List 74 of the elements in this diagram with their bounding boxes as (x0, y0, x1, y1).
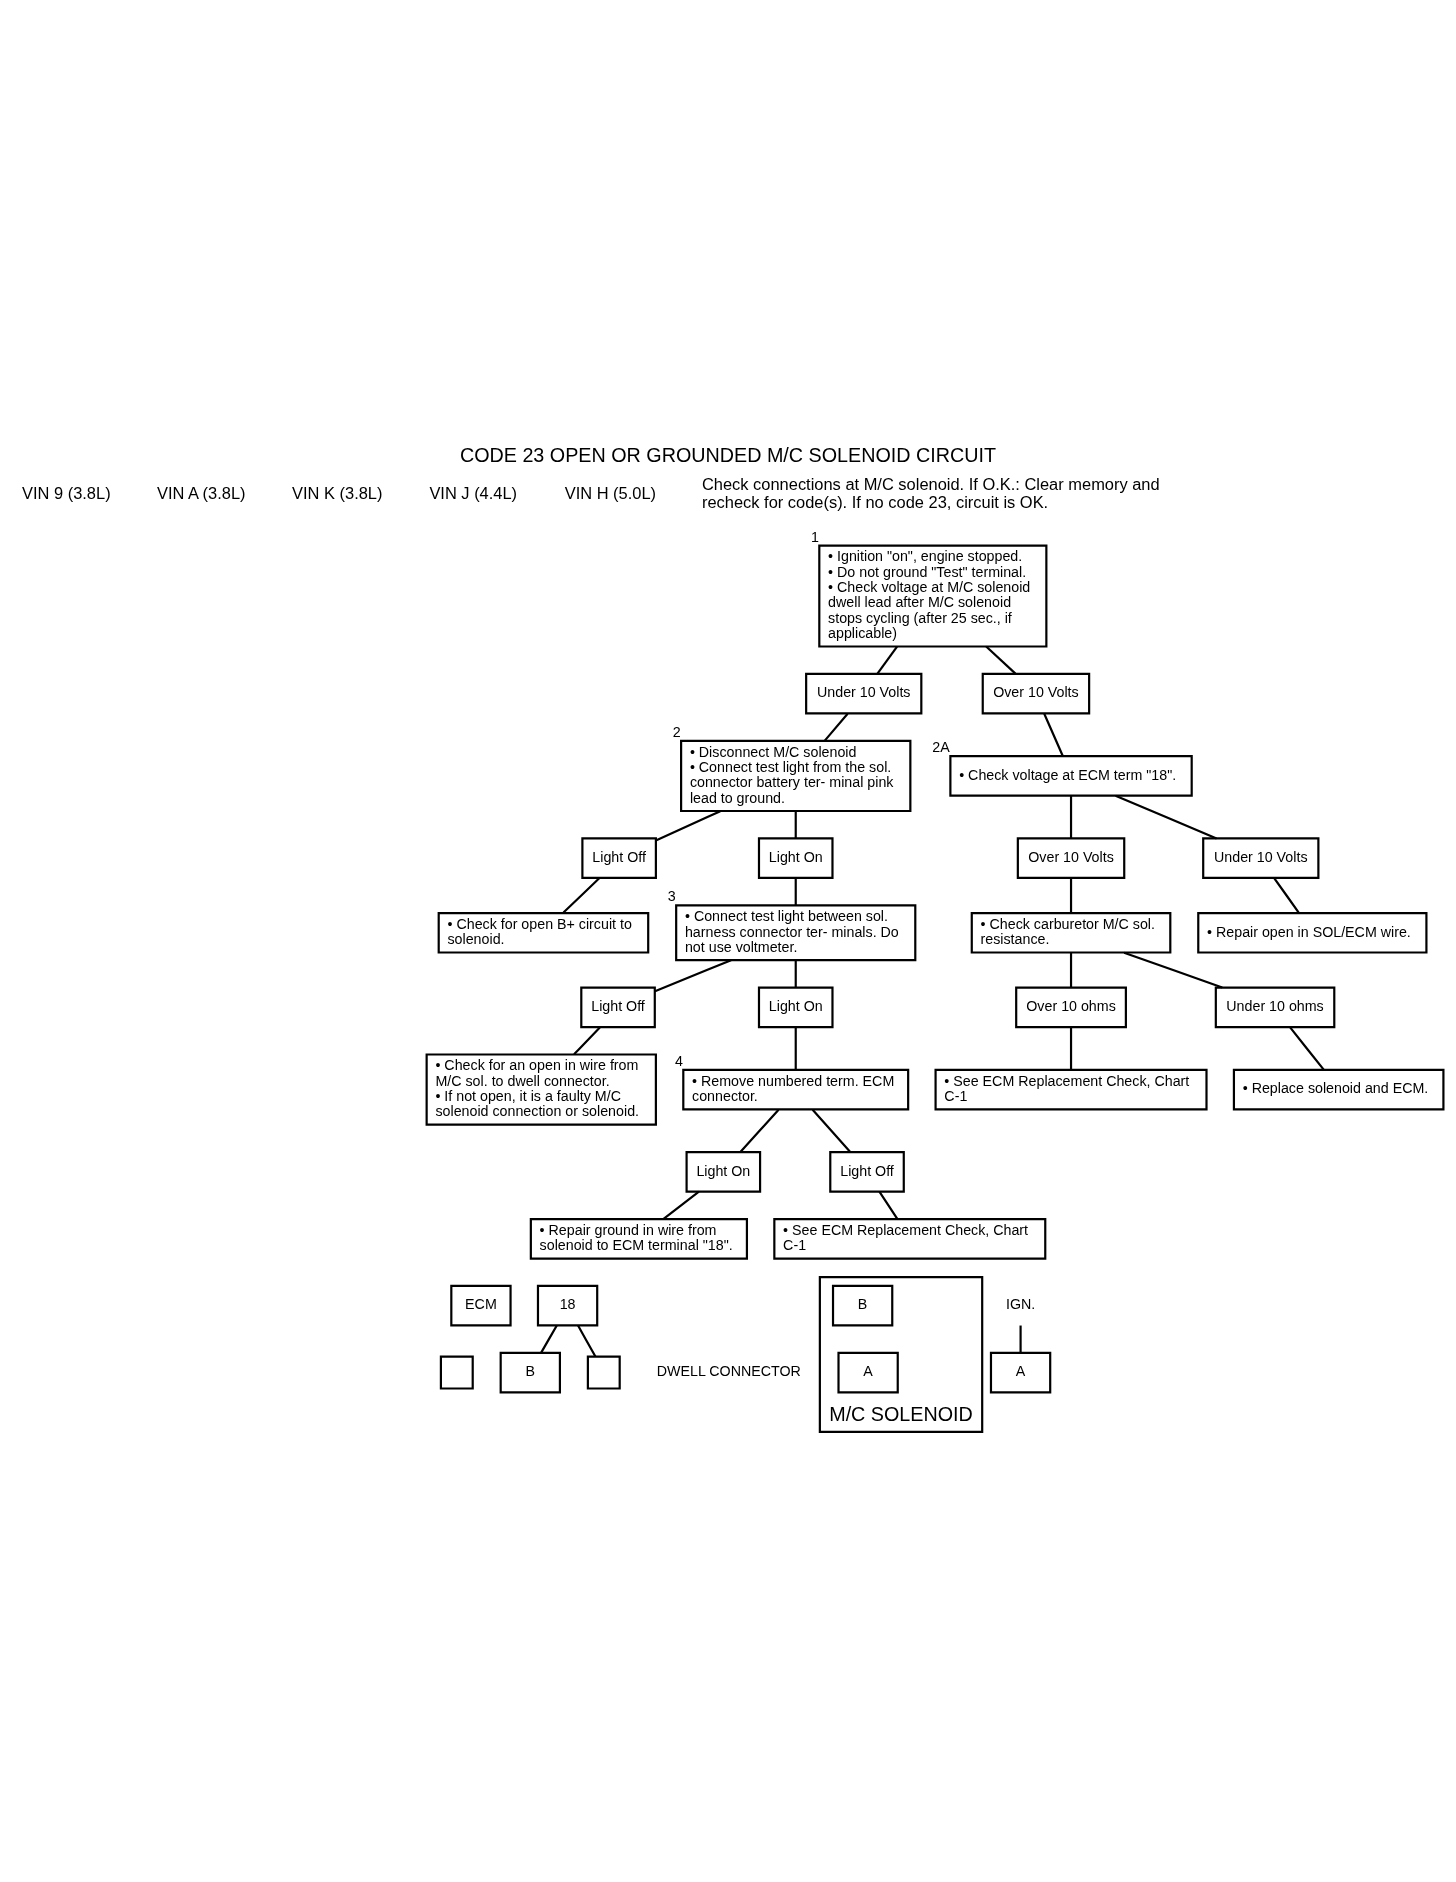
label: VIN K (3.8L) (292, 483, 383, 502)
connector (1069, 952, 1073, 988)
connector (1273, 877, 1300, 914)
node-label: DWELL CONNECTOR (656, 1363, 801, 1380)
connector (794, 811, 797, 839)
node-box: 18 (536, 1284, 599, 1327)
node-box: • Connect test light between sol. harness connector ter- minals. Do not use voltmeter. (675, 904, 917, 962)
node-box: • Replace solenoid and ECM. (1232, 1068, 1445, 1111)
connector (562, 877, 600, 914)
connector (878, 1191, 899, 1220)
node-box: B (499, 1351, 561, 1394)
connector (573, 1026, 601, 1056)
label: VIN A (3.8L) (156, 483, 246, 502)
connector (1019, 1325, 1022, 1353)
connector (794, 878, 797, 906)
connector (577, 1325, 597, 1358)
connector (823, 713, 849, 742)
node-box: • Check carburetor M/C sol. resistance. (970, 911, 1172, 954)
node-box: Under 10 Volts (805, 672, 923, 715)
connector (1123, 951, 1223, 989)
node-box: Under 10 Volts (1202, 837, 1320, 880)
connector (794, 960, 797, 988)
node-box: Light On (685, 1151, 762, 1193)
node-label: 3 (667, 888, 676, 905)
node-box: • Check voltage at ECM term "18". (949, 755, 1193, 797)
connector (1115, 794, 1217, 840)
diagram-title: CODE 23 OPEN OR GROUNDED M/C SOLENOID CIRCUIT (459, 443, 997, 466)
node-box: • Check for an open in wire from M/C sol. to dwell connector. • If not open, it is a faulty M/C solenoid connection or solenoid. (425, 1053, 657, 1126)
connector (739, 1108, 780, 1153)
node-box (439, 1355, 474, 1390)
node-box: ECM (450, 1284, 512, 1327)
connector (655, 810, 721, 842)
connector (985, 645, 1017, 675)
connector (876, 645, 898, 675)
node-box: • Remove numbered term. ECM connector. (682, 1068, 910, 1111)
node-text: IGN. (1005, 1296, 1036, 1313)
label: Check connections at M/C solenoid. If O.K.: Clear memory and recheck for code(s). If no code 23, circuit is OK. (701, 474, 1160, 512)
connector (662, 1190, 700, 1220)
node-box: • Disconnect M/C solenoid • Connect test light from the sol. connector battery ter- minal pink lead to ground. (680, 739, 912, 813)
node-box: Over 10 ohms (1015, 986, 1127, 1029)
node-box: Over 10 Volts (981, 672, 1091, 715)
node-box: Under 10 ohms (1214, 986, 1336, 1029)
label: VIN J (4.4L) (429, 483, 518, 502)
node-box: • See ECM Replacement Check, Chart C-1 (934, 1068, 1208, 1111)
label: VIN H (5.0L) (564, 483, 657, 502)
node-label: 1 (810, 528, 819, 545)
node-box: • Ignition "on", engine stopped. • Do not ground "Test" terminal. • Check voltage at M/C solenoid dwell lead after M/C solenoid stops cycling (after 25 sec., if applicable) (818, 544, 1048, 648)
connector (794, 1027, 797, 1070)
connector (1069, 878, 1073, 913)
connector (1069, 1027, 1073, 1070)
connector (811, 1108, 852, 1153)
node-box: • Check for open B+ circuit to solenoid. (437, 911, 650, 954)
connector (1043, 713, 1064, 757)
connector (654, 959, 732, 993)
node-box: • Repair ground in wire from solenoid to ECM terminal "18". (529, 1217, 748, 1260)
node-box: Over 10 Volts (1016, 837, 1126, 880)
node-box: • See ECM Replacement Check, Chart C-1 (773, 1217, 1047, 1260)
node-box: Light Off (581, 837, 657, 880)
node-box: Light Off (580, 986, 656, 1029)
node-box: Light On (757, 986, 834, 1029)
node-label: 2 (672, 723, 681, 740)
node-label: 2A (932, 739, 950, 756)
node-box: Light Off (829, 1151, 905, 1193)
connector (1069, 796, 1073, 839)
node-label: 4 (674, 1052, 683, 1069)
label: VIN 9 (3.8L) (22, 483, 111, 502)
node-box: Light On (757, 837, 834, 880)
node-box: • Repair open in SOL/ECM wire. (1197, 911, 1428, 954)
node-box: B (831, 1284, 894, 1327)
connector (540, 1324, 558, 1354)
node-box (586, 1355, 621, 1390)
connector (1289, 1026, 1325, 1071)
node-box: A (837, 1351, 899, 1394)
node-box: A (989, 1351, 1052, 1394)
